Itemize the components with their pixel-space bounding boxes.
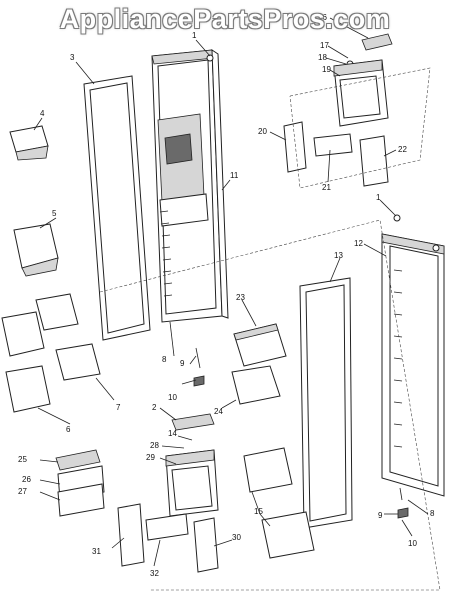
- callout-11: 11: [230, 171, 239, 180]
- bin-23: [233, 323, 287, 367]
- callout-4: 4: [40, 109, 45, 118]
- callout-25: 25: [18, 455, 27, 464]
- callout-1-fresh-food-hinge: 1: [376, 193, 381, 202]
- callout-19: 19: [322, 65, 331, 74]
- callout-30: 30: [232, 533, 241, 542]
- callout-29: 29: [146, 453, 155, 462]
- freezer-door: [151, 49, 229, 323]
- assembly-outline-lower: [99, 219, 441, 591]
- bin-15: [243, 447, 315, 559]
- fresh-food-door-shelf-rails: [393, 269, 403, 448]
- callout-7: 7: [116, 403, 121, 412]
- leader-lines: [33, 17, 429, 567]
- callout-3: 3: [70, 53, 75, 62]
- freezer-bin-6: [1, 311, 51, 413]
- callout-31: 31: [92, 547, 101, 556]
- callout-23: 23: [236, 293, 245, 302]
- callout-14: 14: [168, 429, 177, 438]
- callout-32: 32: [150, 569, 159, 578]
- freezer-bin-4: [9, 125, 49, 161]
- callout-28: 28: [150, 441, 159, 450]
- callout-16: 16: [318, 13, 327, 22]
- freezer-door-gasket: [83, 75, 151, 341]
- assembly-outline-upper: [289, 67, 431, 189]
- callout-26: 26: [22, 475, 31, 484]
- callout-10-freezer: 10: [168, 393, 177, 402]
- callout-8-fresh-food: 8: [430, 509, 435, 518]
- callout-18: 18: [318, 53, 327, 62]
- callout-numbers: 1 3 4 5 6 7 8 11 9 10 2 14 28 29 31 32 3…: [18, 13, 435, 578]
- callout-15: 15: [254, 507, 263, 516]
- callout-6: 6: [66, 425, 71, 434]
- site-watermark: AppliancePartsPros.com: [59, 4, 391, 34]
- callout-9-freezer: 9: [180, 359, 185, 368]
- freezer-door-shelf-rails: [159, 210, 173, 297]
- callout-27: 27: [18, 487, 27, 496]
- callout-5: 5: [52, 209, 57, 218]
- callout-22: 22: [398, 145, 407, 154]
- callout-1-freezer-hinge: 1: [192, 31, 197, 40]
- callout-12: 12: [354, 239, 363, 248]
- fresh-food-door: [381, 233, 445, 497]
- callout-21: 21: [322, 183, 331, 192]
- fresh-food-door-gasket: [299, 277, 353, 529]
- callout-20: 20: [258, 127, 267, 136]
- callout-10-fresh-food: 10: [408, 539, 417, 548]
- callout-13: 13: [334, 251, 343, 260]
- callout-17: 17: [320, 41, 329, 50]
- dairy-assembly-upper: [283, 33, 393, 187]
- hinge-hardware: [193, 54, 440, 519]
- dairy-assembly-lower: [55, 413, 219, 573]
- callout-2: 2: [152, 403, 157, 412]
- callout-8-freezer: 8: [162, 355, 167, 364]
- freezer-bin-5: [13, 223, 59, 277]
- freezer-bin-7: [35, 293, 101, 381]
- bin-24: [231, 365, 281, 405]
- callout-9-fresh-food: 9: [378, 511, 383, 520]
- callout-24: 24: [214, 407, 223, 416]
